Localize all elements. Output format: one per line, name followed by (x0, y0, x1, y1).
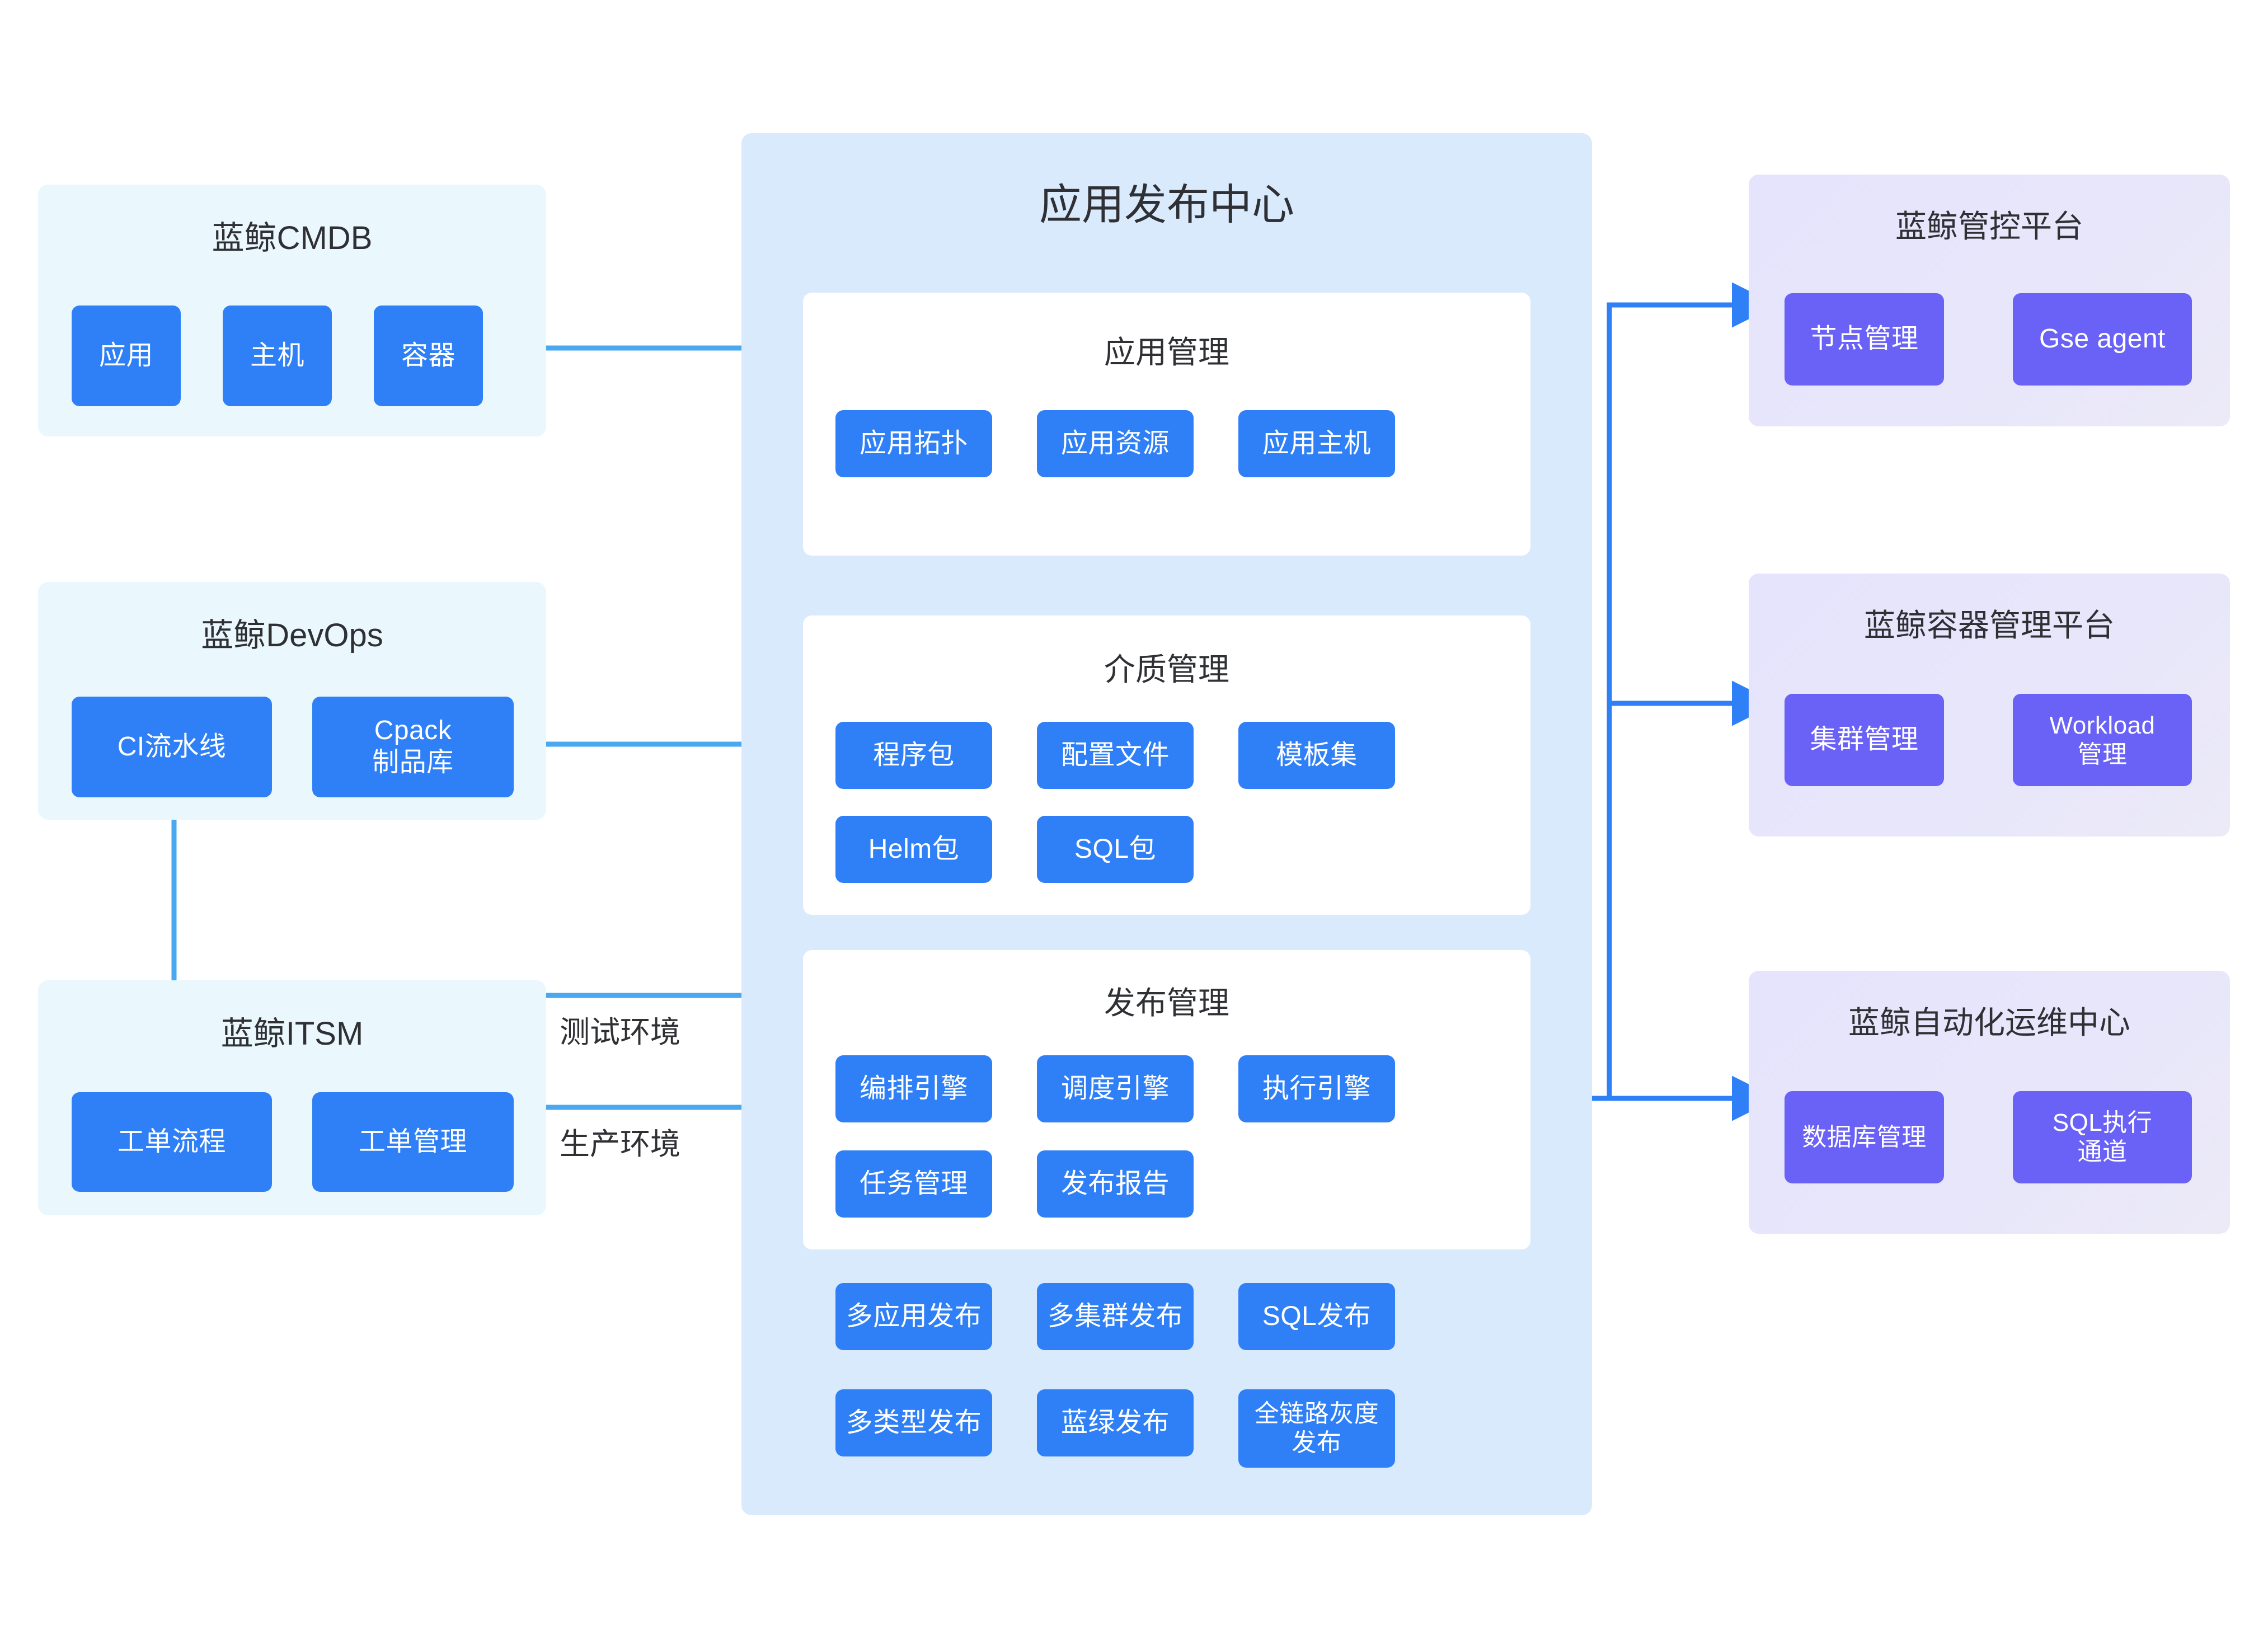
chip-config-file[interactable]: 配置文件 (1037, 722, 1194, 789)
chip-cmdb-container[interactable]: 容器 (374, 306, 483, 406)
chip-sql-release[interactable]: SQL发布 (1238, 1283, 1395, 1350)
chip-cmdb-application[interactable]: 应用 (72, 306, 181, 406)
group-panel-sops: 蓝鲸自动化运维中心 数据库管理 SQL执行 通道 (1749, 971, 2230, 1234)
chip-workload-management[interactable]: Workload 管理 (2013, 694, 2192, 786)
chip-cluster-management[interactable]: 集群管理 (1785, 694, 1944, 786)
chip-database-management[interactable]: 数据库管理 (1785, 1091, 1944, 1183)
chip-full-link-gray-release[interactable]: 全链路灰度 发布 (1238, 1389, 1395, 1468)
chip-multi-cluster-release[interactable]: 多集群发布 (1037, 1283, 1194, 1350)
chip-template-set[interactable]: 模板集 (1238, 722, 1395, 789)
chip-helm-package[interactable]: Helm包 (835, 816, 992, 883)
chip-gse-agent[interactable]: Gse agent (2013, 293, 2192, 386)
chip-execution-engine[interactable]: 执行引擎 (1238, 1055, 1395, 1122)
chip-multi-type-release[interactable]: 多类型发布 (835, 1389, 992, 1456)
group-panel-gse: 蓝鲸管控平台 节点管理 Gse agent (1749, 175, 2230, 426)
chip-multi-app-release[interactable]: 多应用发布 (835, 1283, 992, 1350)
chip-app-host[interactable]: 应用主机 (1238, 410, 1395, 477)
edge-label-test-env: 测试环境 (560, 1016, 680, 1049)
group-panel-itsm: 蓝鲸ITSM 工单流程 工单管理 (38, 980, 546, 1215)
chip-sql-package[interactable]: SQL包 (1037, 816, 1194, 883)
page-title: 应用发布中心 (1039, 181, 1294, 229)
group-title-devops: 蓝鲸DevOps (201, 617, 383, 654)
group-panel-bcs: 蓝鲸容器管理平台 集群管理 Workload 管理 (1749, 574, 2230, 837)
chip-app-resource[interactable]: 应用资源 (1037, 410, 1194, 477)
chip-scheduling-engine[interactable]: 调度引擎 (1037, 1055, 1194, 1122)
chip-sql-execution-channel[interactable]: SQL执行 通道 (2013, 1091, 2192, 1183)
chip-devops-cpack-repo[interactable]: Cpack 制品库 (312, 697, 514, 797)
card-application-management: 应用管理 应用拓扑 应用资源 应用主机 (803, 293, 1530, 556)
chip-release-report[interactable]: 发布报告 (1037, 1150, 1194, 1218)
chip-orchestration-engine[interactable]: 编排引擎 (835, 1055, 992, 1122)
card-title-application-management: 应用管理 (1104, 335, 1229, 370)
chip-node-management[interactable]: 节点管理 (1785, 293, 1944, 386)
chip-program-package[interactable]: 程序包 (835, 722, 992, 789)
chip-itsm-ticket-flow[interactable]: 工单流程 (72, 1092, 272, 1192)
group-title-itsm: 蓝鲸ITSM (220, 1016, 364, 1052)
group-panel-cmdb: 蓝鲸CMDB 应用 主机 容器 (38, 185, 546, 436)
group-title-cmdb: 蓝鲸CMDB (212, 220, 373, 256)
chip-task-management[interactable]: 任务管理 (835, 1150, 992, 1218)
card-media-management: 介质管理 程序包 配置文件 模板集 Helm包 SQL包 (803, 615, 1530, 915)
card-title-release-management: 发布管理 (1104, 985, 1229, 1021)
group-title-gse: 蓝鲸管控平台 (1895, 209, 2083, 244)
chip-blue-green-release[interactable]: 蓝绿发布 (1037, 1389, 1194, 1456)
group-title-bcs: 蓝鲸容器管理平台 (1864, 608, 2115, 643)
wire-ci-to-release-test-env (171, 820, 827, 1018)
chip-itsm-ticket-management[interactable]: 工单管理 (312, 1092, 514, 1192)
edge-label-prod-env: 生产环境 (560, 1127, 680, 1161)
group-panel-release-center: 应用发布中心 应用管理 应用拓扑 应用资源 应用主机 介质管理 程序包 配置文件… (741, 133, 1592, 1515)
chip-devops-ci-pipeline[interactable]: CI流水线 (72, 697, 272, 797)
chip-app-topology[interactable]: 应用拓扑 (835, 410, 992, 477)
card-release-management: 发布管理 编排引擎 调度引擎 执行引擎 任务管理 发布报告 (803, 950, 1530, 1249)
chip-cmdb-host[interactable]: 主机 (223, 306, 332, 406)
card-title-media-management: 介质管理 (1104, 652, 1229, 687)
group-title-sops: 蓝鲸自动化运维中心 (1848, 1005, 2130, 1040)
group-panel-devops: 蓝鲸DevOps CI流水线 Cpack 制品库 (38, 582, 546, 820)
